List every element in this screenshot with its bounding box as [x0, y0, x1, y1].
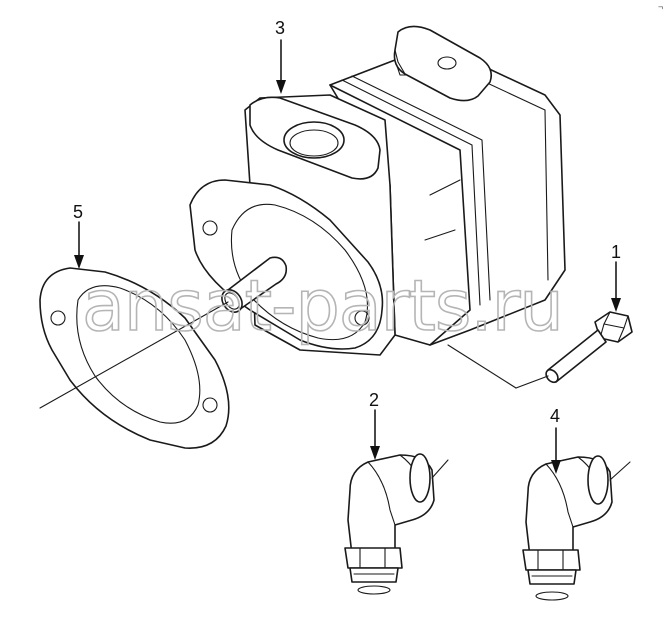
pump-assembly	[189, 25, 566, 356]
bolt-centerline	[515, 375, 549, 389]
watermark-text: ansat-parts.ru	[82, 265, 563, 347]
callout-1: 1	[611, 242, 621, 262]
callout-2: 2	[369, 390, 379, 410]
elbow-fitting-4	[522, 455, 613, 601]
fitting2-centerline	[431, 459, 449, 479]
corner-mark: ¬	[658, 2, 663, 12]
bolt-leader	[447, 344, 517, 389]
elbow-fitting-2	[344, 453, 435, 595]
callout-arrows	[74, 39, 621, 474]
gasket	[39, 267, 230, 449]
shaft-centerline	[39, 301, 229, 409]
fitting4-centerline	[609, 461, 631, 481]
callout-3: 3	[275, 18, 285, 38]
bolt	[545, 311, 633, 384]
callout-5: 5	[73, 202, 83, 222]
callout-4: 4	[550, 406, 560, 426]
